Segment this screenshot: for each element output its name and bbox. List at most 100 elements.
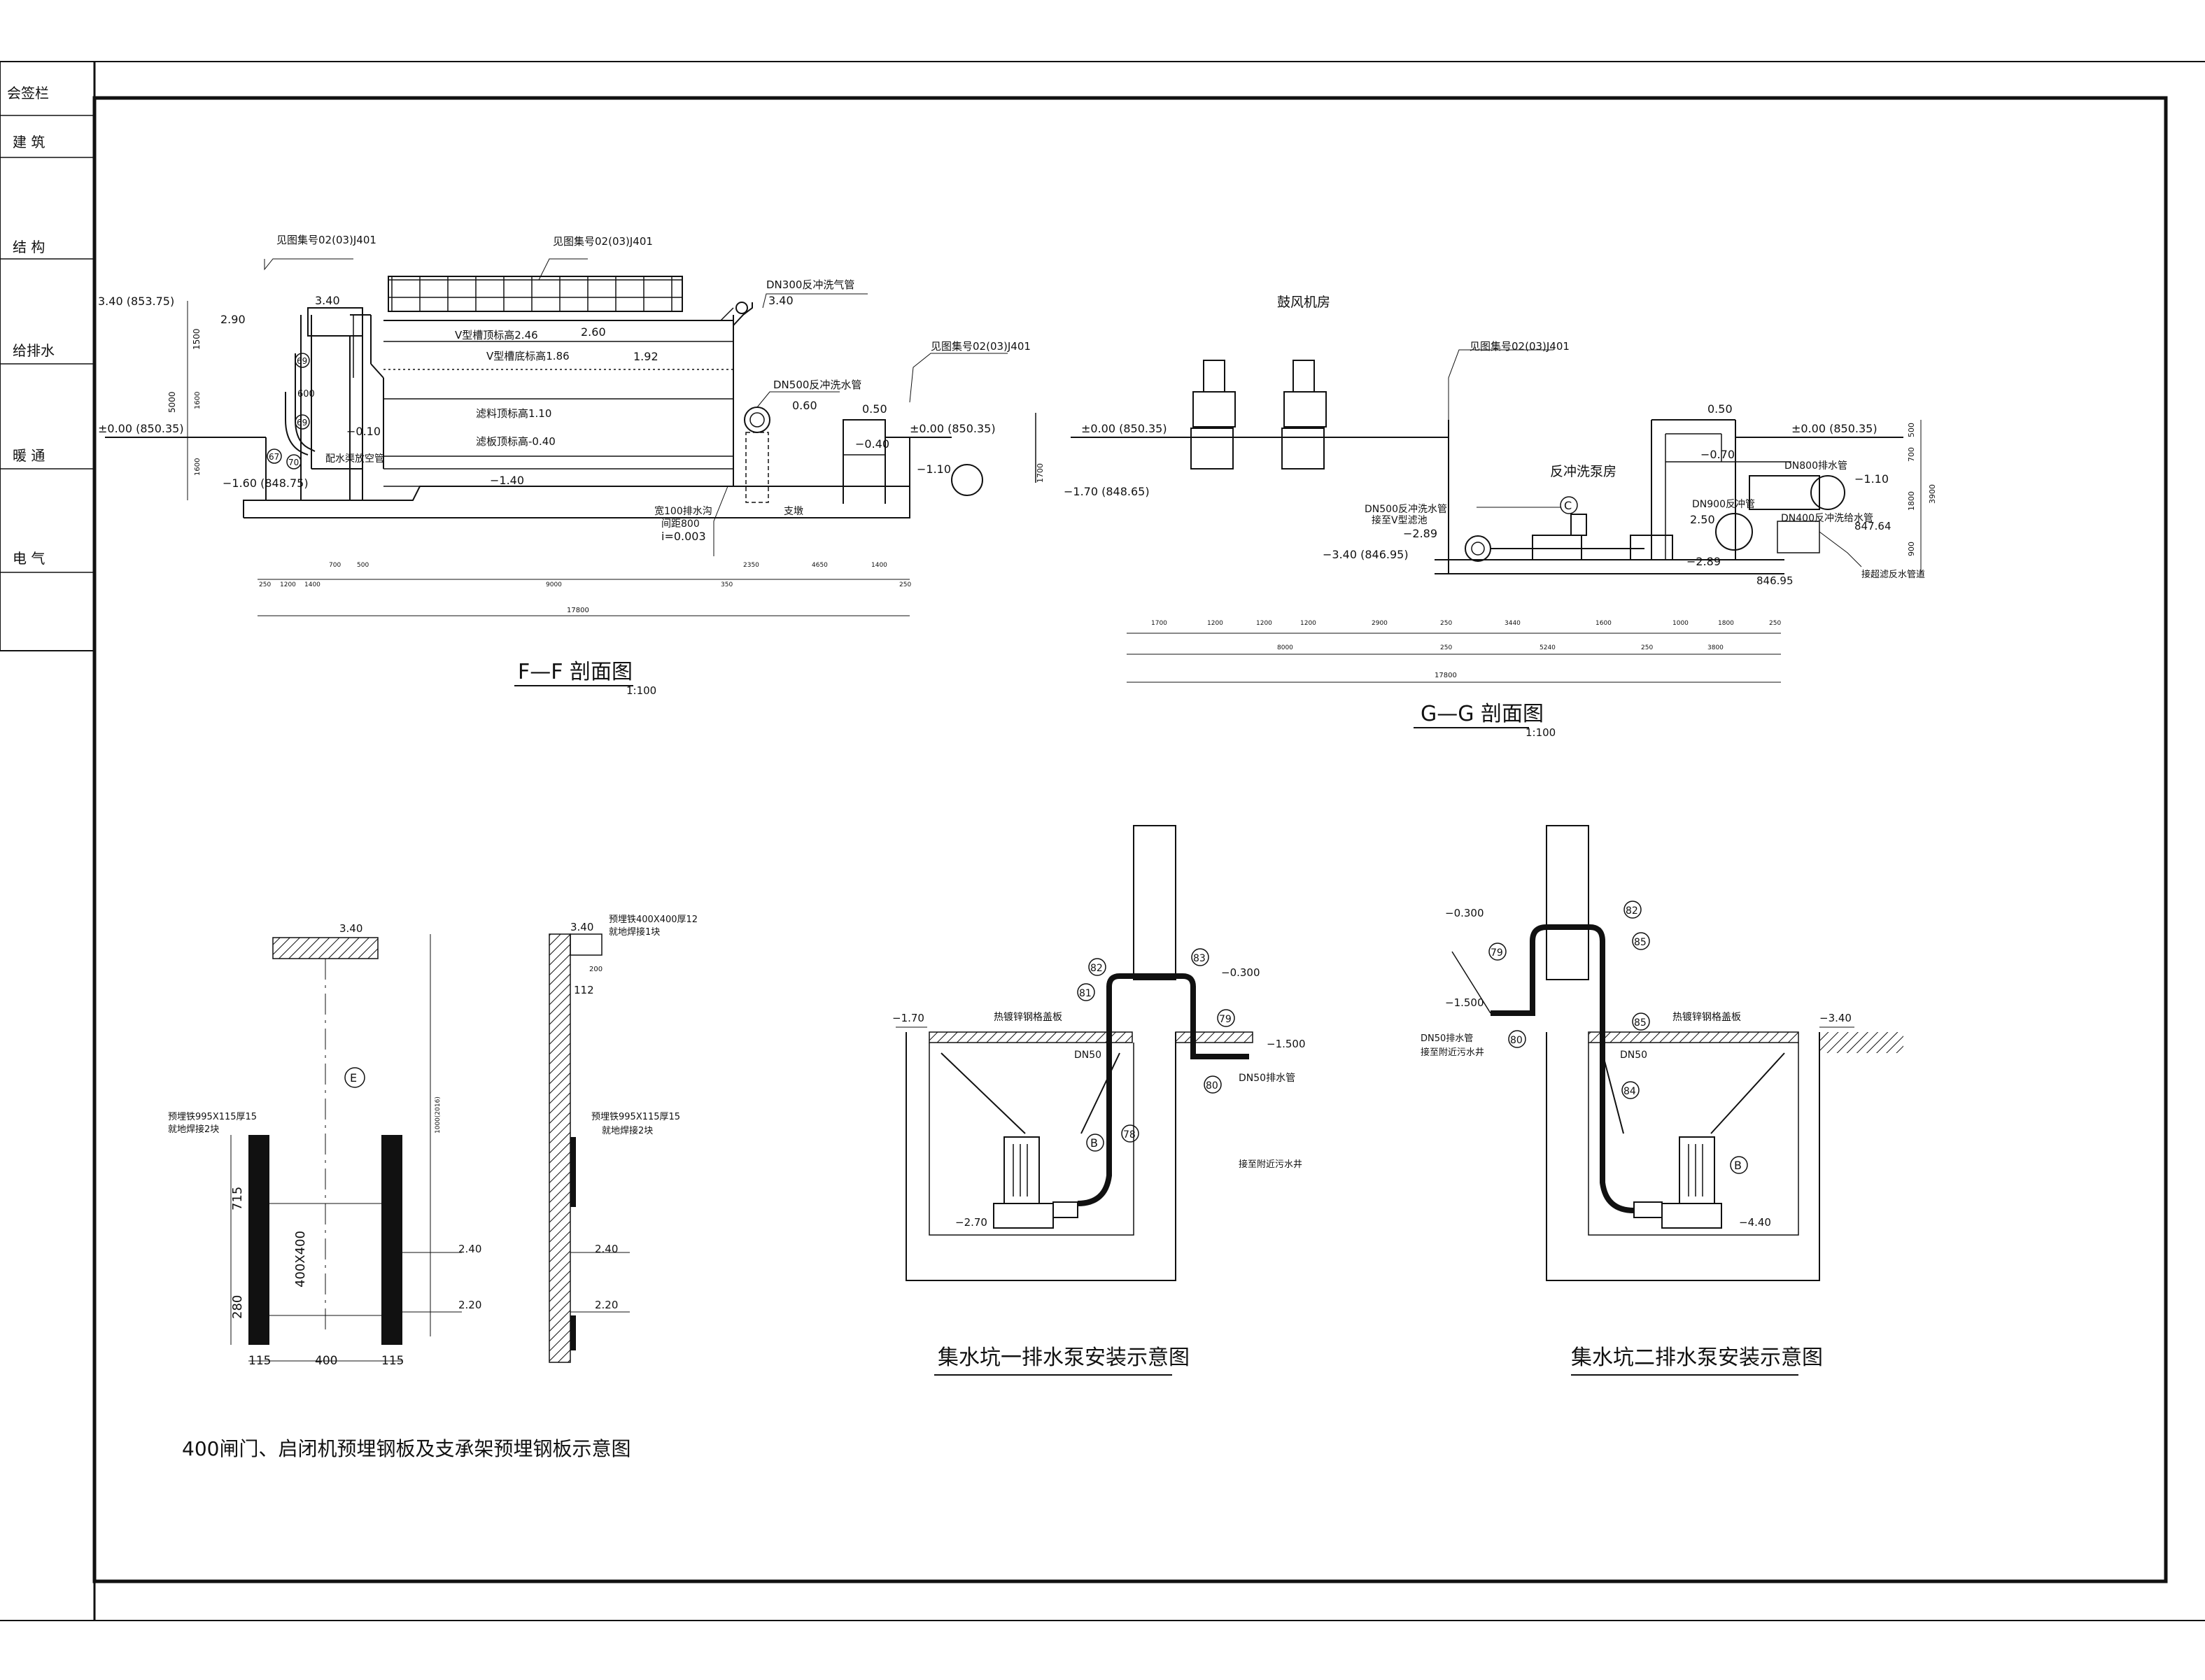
pit2-tag-82: 82 bbox=[1626, 905, 1638, 917]
pit2-tag-79: 79 bbox=[1491, 947, 1503, 959]
pit2-connect: 接至附近污水井 bbox=[1421, 1047, 1484, 1058]
ff-elev-160: −1.60 (848.75) bbox=[223, 477, 309, 490]
gate-elev-240a: 2.40 bbox=[458, 1243, 481, 1255]
ff-vdim-1500: 1500 bbox=[192, 328, 202, 350]
gg-dim-total: 17800 bbox=[1435, 672, 1457, 679]
ff-dim: 4650 bbox=[812, 562, 828, 569]
ff-title: F—F 剖面图 bbox=[518, 660, 633, 684]
gg-note-connect: 接超滤反水管道 bbox=[1861, 569, 1925, 580]
ff-tag-69a: 69 bbox=[297, 356, 307, 366]
ff-ref-b: 见图集号02(03)J401 bbox=[553, 235, 653, 248]
ff-dim-total: 17800 bbox=[567, 607, 589, 614]
gg-elev-ground-l: ±0.00 (850.35) bbox=[1081, 422, 1167, 435]
ff-note-drain-spacing: 间距800 bbox=[661, 518, 700, 530]
ff-tag-69b: 69 bbox=[297, 418, 307, 428]
pit2-elev-340: −3.40 bbox=[1819, 1012, 1852, 1024]
sign-column: 会签栏 建 筑 结 构 给排水 暖 通 电 气 bbox=[0, 62, 94, 651]
gate-plate-note1: 预埋铁995X115厚15 bbox=[168, 1112, 257, 1122]
ff-dim: 1400 bbox=[304, 581, 320, 588]
gg-vdim: 700 bbox=[1907, 447, 1916, 462]
pit2-elev-300: −0.300 bbox=[1445, 907, 1484, 919]
gg-dim: 1200 bbox=[1300, 620, 1316, 627]
pit2-dn50: DN50 bbox=[1620, 1050, 1647, 1061]
ff-note-slope: i=0.003 bbox=[661, 530, 706, 543]
gg-vdim: 3900 bbox=[1928, 484, 1937, 504]
ff-elev-260: 2.60 bbox=[581, 325, 606, 339]
ff-elev-290: 2.90 bbox=[220, 313, 246, 326]
pit-one: B 78 82 81 83 79 80 −1.70 −0.300 −1.500 … bbox=[892, 825, 1306, 1376]
ff-tag-67: 67 bbox=[269, 452, 279, 462]
gg-note-dn800: DN800排水管 bbox=[1784, 460, 1847, 472]
gg-note-dn400: DN400反冲洗给水管 bbox=[1781, 513, 1873, 524]
gg-note-blower-room: 鼓风机房 bbox=[1277, 295, 1330, 310]
gg-vdim: 500 bbox=[1907, 423, 1916, 437]
pit1-tag-83: 83 bbox=[1193, 953, 1206, 964]
ff-vdim-1600a: 1600 bbox=[194, 392, 202, 409]
pit1-elev-300: −0.300 bbox=[1221, 966, 1260, 979]
gg-dim: 1000 bbox=[1672, 620, 1689, 627]
gg-note-wash-pipe: DN500反冲洗水管 bbox=[1365, 504, 1447, 515]
ff-dim: 500 bbox=[357, 562, 369, 569]
gg-dim: 250 bbox=[1641, 644, 1653, 651]
gg-vdim: 1700 bbox=[1036, 463, 1045, 483]
gg-dim: 2900 bbox=[1372, 620, 1388, 627]
pit1-title: 集水坑一排水泵安装示意图 bbox=[938, 1346, 1190, 1370]
gate-dim-115a: 115 bbox=[248, 1354, 271, 1368]
ff-scale: 1:100 bbox=[626, 684, 656, 697]
ff-dim: 700 bbox=[329, 562, 341, 569]
ff-elev-010: −0.10 bbox=[346, 425, 381, 438]
sign-column-title: 会签栏 bbox=[7, 85, 49, 101]
gate-dim-280: 280 bbox=[230, 1295, 245, 1319]
ff-dim-600: 600 bbox=[297, 389, 315, 400]
ff-elev-top-left: 3.40 (853.75) bbox=[98, 295, 174, 308]
gg-elev-84695: 846.95 bbox=[1756, 574, 1794, 587]
gg-dim: 250 bbox=[1440, 644, 1452, 651]
gg-dim: 5240 bbox=[1540, 644, 1556, 651]
gg-elev-070: −0.70 bbox=[1700, 448, 1735, 461]
ff-elev-140: −1.40 bbox=[490, 474, 524, 487]
pit2-tag-80: 80 bbox=[1510, 1035, 1523, 1046]
gg-note-wash-pipe2: 接至V型滤池 bbox=[1372, 514, 1428, 526]
gg-dim: 250 bbox=[1440, 620, 1452, 627]
sheet-frame bbox=[0, 61, 2205, 1621]
ff-elev-ground-right: ±0.00 (850.35) bbox=[910, 422, 996, 435]
pit1-connect: 接至附近污水井 bbox=[1239, 1159, 1302, 1170]
gate-elev-220a: 2.20 bbox=[458, 1299, 481, 1311]
ff-dim: 2350 bbox=[743, 562, 759, 569]
gg-dim: 3440 bbox=[1505, 620, 1521, 627]
pit1-tag-79: 79 bbox=[1219, 1014, 1232, 1025]
pit2-tag-b: B bbox=[1734, 1159, 1742, 1172]
gg-title: G—G 剖面图 bbox=[1421, 702, 1544, 726]
ff-ref-c: 见图集号02(03)J401 bbox=[931, 340, 1031, 353]
gate-dim-400: 400 bbox=[315, 1354, 337, 1368]
ff-elev-060: 0.60 bbox=[792, 399, 817, 412]
gate-side-elev-240: 2.40 bbox=[595, 1243, 618, 1255]
ff-note-support: 支墩 bbox=[784, 506, 803, 517]
gate-tag-e: E bbox=[350, 1071, 357, 1085]
ff-elev-110: −1.10 bbox=[917, 463, 951, 476]
ff-dim-row: 250 1200 1400 700 500 9000 350 2350 4650… bbox=[259, 562, 911, 614]
ff-note-wash-pipe: DN500反冲洗水管 bbox=[773, 379, 861, 391]
ff-vdim-5000: 5000 bbox=[167, 391, 177, 413]
discipline-structure: 结 构 bbox=[13, 239, 45, 255]
gg-vdim: 900 bbox=[1907, 542, 1916, 556]
gg-elev-250: 2.50 bbox=[1690, 513, 1715, 526]
pit1-tag-b: B bbox=[1090, 1136, 1098, 1150]
gg-dim: 1800 bbox=[1718, 620, 1734, 627]
gg-elev-ground-r: ±0.00 (850.35) bbox=[1791, 422, 1878, 435]
gate-dim-115b: 115 bbox=[381, 1354, 404, 1368]
section-ff: 见图集号02(03)J401 见图集号02(03)J401 见图集号02(03)… bbox=[98, 234, 1031, 697]
gg-dim: 1600 bbox=[1595, 620, 1612, 627]
gate-plate-note6: 就地焊接2块 bbox=[602, 1125, 653, 1136]
gate-dim-200: 200 bbox=[589, 966, 603, 973]
gate-dim-715: 715 bbox=[230, 1187, 245, 1210]
ff-note-drain-trench: 宽100排水沟 bbox=[654, 505, 712, 517]
pit2-title: 集水坑二排水泵安装示意图 bbox=[1571, 1346, 1823, 1370]
ff-note-pump-drain: 配水渠放空管 bbox=[325, 453, 384, 465]
gate-detail: E 3.40 2.40 2.20 预埋铁995X115厚15 就地焊接2块 71… bbox=[168, 915, 698, 1460]
ff-dim: 350 bbox=[721, 581, 733, 588]
pit2-elev-440: −4.40 bbox=[1739, 1216, 1771, 1229]
gate-side-elev-340: 3.40 bbox=[570, 921, 593, 933]
pit1-drain: DN50排水管 bbox=[1239, 1073, 1295, 1084]
